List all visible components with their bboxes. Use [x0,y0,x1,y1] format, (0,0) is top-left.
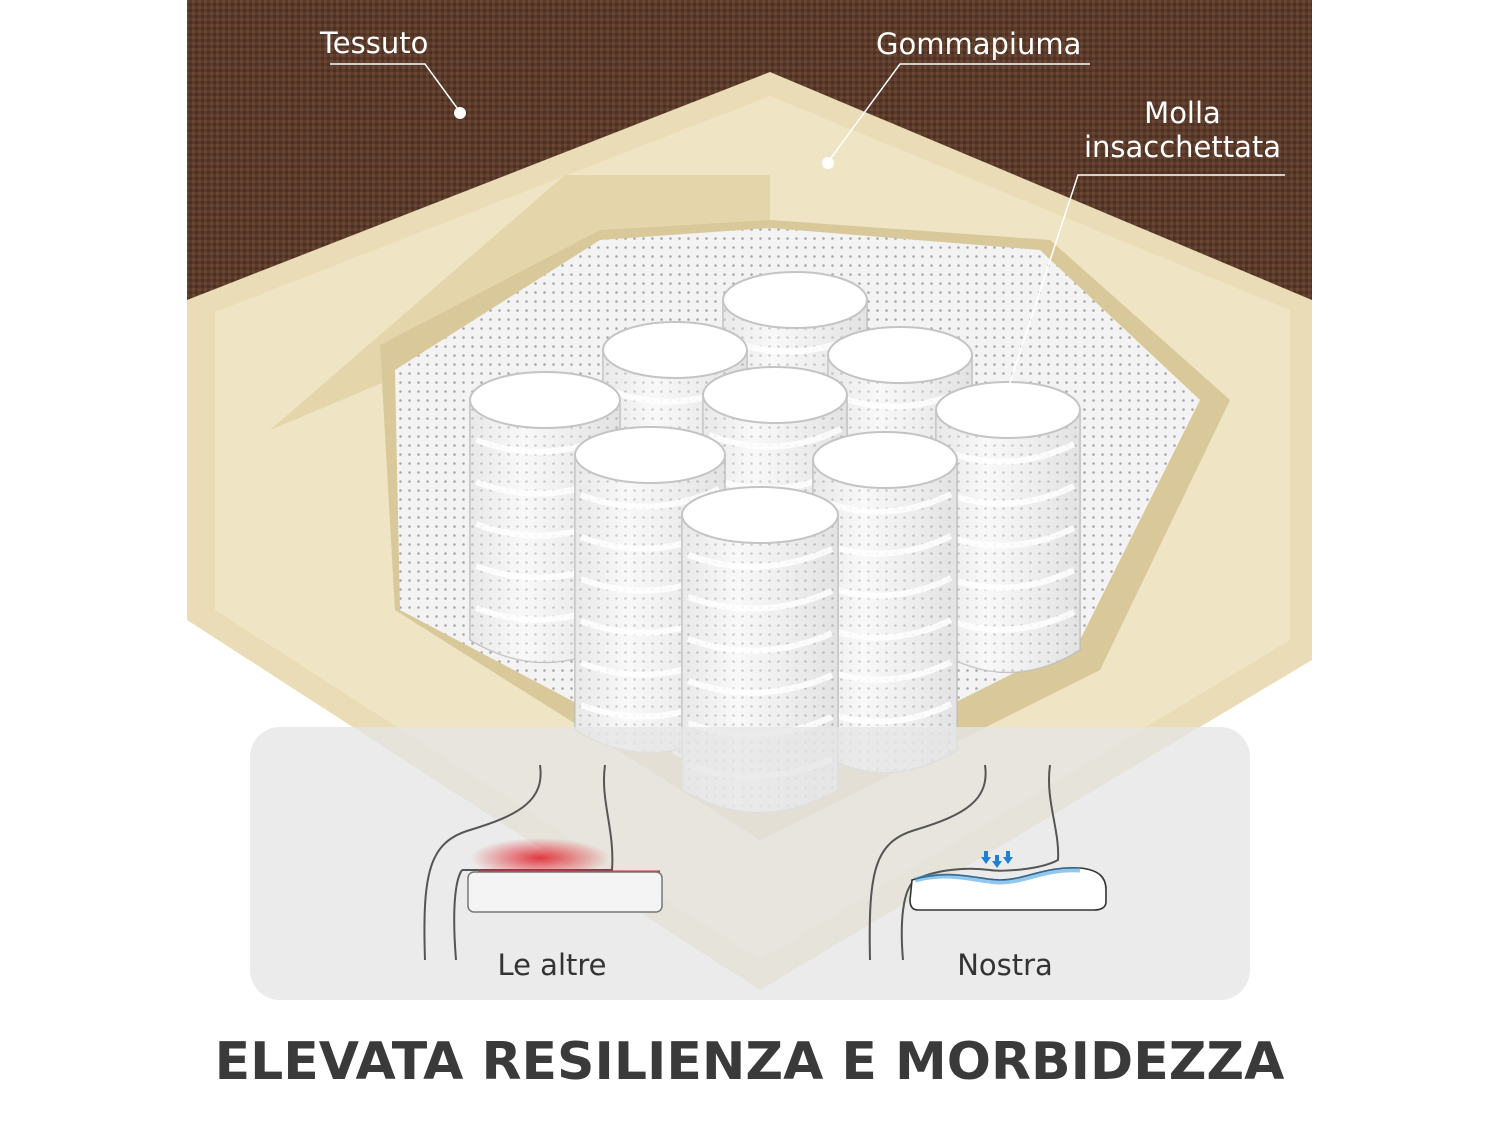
foam-label: Gommapiuma [876,27,1082,61]
spring-label-line2: insacchettata [1083,130,1282,164]
others-diagram [423,764,663,961]
spring-label-line1: Molla [1144,96,1221,130]
comparison-panel [250,727,1250,1000]
pressure-relief-arrows-icon [981,851,1013,868]
callout-leaders [330,63,1285,404]
others-label: Le altre [497,948,607,982]
foam-marker-icon [822,157,834,169]
others-mattress-block [467,871,663,913]
pocket-springs [469,271,1081,814]
pressure-point-icon [470,838,610,878]
pocket-spring [935,381,1081,674]
ours-label: Nostra [957,948,1053,982]
fabric-marker-icon [454,107,466,119]
spring-marker-icon [999,392,1011,404]
fabric-label: Tessuto [320,26,429,60]
ours-diagram [868,764,1107,961]
pocket-spring [812,431,958,774]
headline: ELEVATA RESILIENZA E MORBIDEZZA [214,1032,1285,1092]
